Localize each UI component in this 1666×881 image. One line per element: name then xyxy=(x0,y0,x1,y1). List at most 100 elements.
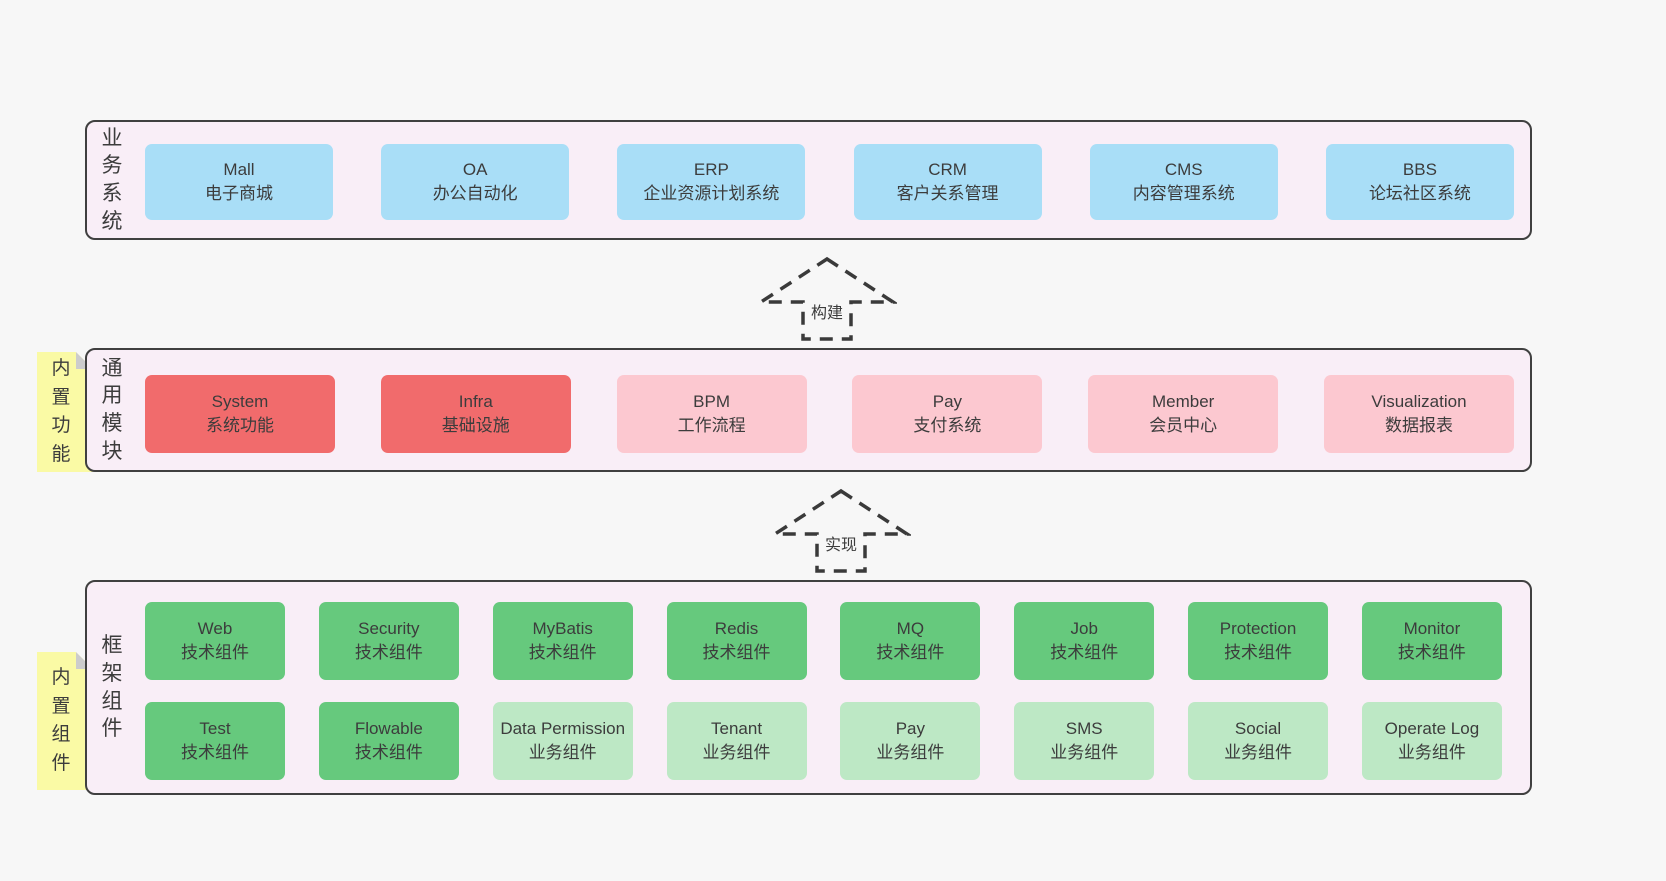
box-subtitle: 技术组件 xyxy=(354,743,423,762)
box-system: System 系统功能 xyxy=(145,375,335,453)
box-title: Pay xyxy=(895,718,926,738)
box-subtitle: 业务组件 xyxy=(1050,743,1119,762)
section-framework-label: 框架组件 xyxy=(99,582,125,793)
box-title: Flowable xyxy=(354,718,423,738)
arrow-build-label: 构建 xyxy=(808,298,846,324)
box-operate-log: Operate Log 业务组件 xyxy=(1361,702,1502,780)
box-title: System xyxy=(211,391,269,411)
box-title: MQ xyxy=(896,618,925,638)
box-infra: Infra 基础设施 xyxy=(380,375,571,453)
arrow-implement-label: 实现 xyxy=(822,530,860,556)
box-title: OA xyxy=(462,159,488,179)
box-title: CRM xyxy=(928,159,967,179)
box-subtitle: 业务组件 xyxy=(702,743,771,762)
box-flowable: Flowable 技术组件 xyxy=(318,702,459,780)
box-subtitle: 基础设施 xyxy=(441,416,510,435)
section-modules-label: 通用模块 xyxy=(99,350,125,470)
box-title: Security xyxy=(358,618,420,638)
box-pay-biz: Pay 业务组件 xyxy=(840,702,981,780)
section-business-systems: 业务系统 Mall 电子商城 OA 办公自动化 ERP 企业资源计划系统 CRM… xyxy=(85,120,1532,240)
box-visualization: Visualization 数据报表 xyxy=(1323,375,1514,453)
box-title: ERP xyxy=(693,159,729,179)
box-title: Operate Log xyxy=(1384,718,1480,738)
note-built-in-components: 内置组件 xyxy=(37,652,93,790)
box-title: CMS xyxy=(1164,159,1203,179)
box-subtitle: 客户关系管理 xyxy=(896,184,999,203)
modules-boxes-row: System 系统功能 Infra 基础设施 BPM 工作流程 Pay 支付系统… xyxy=(145,375,1514,453)
box-subtitle: 企业资源计划系统 xyxy=(643,184,780,203)
box-data-permission: Data Permission 业务组件 xyxy=(492,702,633,780)
box-title: Visualization xyxy=(1371,391,1467,411)
box-subtitle: 技术组件 xyxy=(1050,643,1119,662)
framework-row-1: Web 技术组件 Security 技术组件 MyBatis 技术组件 Redi… xyxy=(145,602,1502,680)
box-title: Monitor xyxy=(1403,618,1461,638)
section-framework-components: 框架组件 Web 技术组件 Security 技术组件 MyBatis 技术组件… xyxy=(85,580,1532,795)
box-tenant: Tenant 业务组件 xyxy=(666,702,807,780)
box-web: Web 技术组件 xyxy=(145,602,285,680)
box-job: Job 技术组件 xyxy=(1014,602,1155,680)
box-title: Test xyxy=(199,718,231,738)
box-subtitle: 会员中心 xyxy=(1149,416,1218,435)
box-title: BBS xyxy=(1402,159,1437,179)
framework-row-2: Test 技术组件 Flowable 技术组件 Data Permission … xyxy=(145,702,1502,780)
box-bbs: BBS 论坛社区系统 xyxy=(1325,144,1514,220)
note-text: 内置组件 xyxy=(51,667,71,774)
box-test: Test 技术组件 xyxy=(145,702,285,780)
box-title: MyBatis xyxy=(532,618,593,638)
box-subtitle: 技术组件 xyxy=(528,643,597,662)
box-subtitle: 系统功能 xyxy=(206,416,274,435)
box-title: Pay xyxy=(932,391,963,411)
box-subtitle: 办公自动化 xyxy=(432,184,518,203)
box-title: Social xyxy=(1234,718,1282,738)
box-mall: Mall 电子商城 xyxy=(145,144,333,220)
box-title: Job xyxy=(1070,618,1098,638)
box-monitor: Monitor 技术组件 xyxy=(1361,602,1502,680)
section-label-text: 框架组件 xyxy=(101,634,123,741)
arrow-up-dashed-icon xyxy=(771,488,911,573)
section-label-text: 通用模块 xyxy=(101,356,123,463)
box-erp: ERP 企业资源计划系统 xyxy=(617,144,806,220)
box-subtitle: 业务组件 xyxy=(1397,743,1466,762)
box-crm: CRM 客户关系管理 xyxy=(853,144,1042,220)
box-title: Mall xyxy=(223,159,255,179)
box-cms: CMS 内容管理系统 xyxy=(1089,144,1278,220)
note-text: 内置功能 xyxy=(51,358,71,465)
box-protection: Protection 技术组件 xyxy=(1188,602,1329,680)
box-oa: OA 办公自动化 xyxy=(381,144,570,220)
box-security: Security 技术组件 xyxy=(318,602,459,680)
box-title: Redis xyxy=(714,618,759,638)
box-subtitle: 技术组件 xyxy=(181,643,249,662)
section-common-modules: 通用模块 System 系统功能 Infra 基础设施 BPM 工作流程 Pay… xyxy=(85,348,1532,472)
box-subtitle: 技术组件 xyxy=(181,743,249,762)
box-mq: MQ 技术组件 xyxy=(840,602,981,680)
box-subtitle: 技术组件 xyxy=(1224,643,1293,662)
arrow-build: 构建 xyxy=(757,256,897,342)
box-redis: Redis 技术组件 xyxy=(666,602,807,680)
box-title: SMS xyxy=(1065,718,1103,738)
box-title: Data Permission xyxy=(500,718,626,738)
box-subtitle: 电子商城 xyxy=(205,184,273,203)
box-social: Social 业务组件 xyxy=(1188,702,1329,780)
arrow-implement: 实现 xyxy=(771,488,911,574)
section-label-text: 业务系统 xyxy=(101,126,123,233)
box-subtitle: 技术组件 xyxy=(702,643,771,662)
box-subtitle: 技术组件 xyxy=(354,643,423,662)
box-subtitle: 论坛社区系统 xyxy=(1368,184,1471,203)
box-pay: Pay 支付系统 xyxy=(852,375,1043,453)
box-subtitle: 业务组件 xyxy=(528,743,597,762)
box-title: Tenant xyxy=(711,718,763,738)
arrow-up-dashed-icon xyxy=(757,256,897,341)
box-bpm: BPM 工作流程 xyxy=(616,375,807,453)
box-title: Infra xyxy=(458,391,493,411)
note-built-in-features: 内置功能 xyxy=(37,352,93,472)
box-mybatis: MyBatis 技术组件 xyxy=(492,602,633,680)
box-subtitle: 内容管理系统 xyxy=(1132,184,1235,203)
box-subtitle: 数据报表 xyxy=(1384,416,1453,435)
box-subtitle: 业务组件 xyxy=(876,743,945,762)
box-subtitle: 技术组件 xyxy=(876,643,945,662)
business-boxes-row: Mall 电子商城 OA 办公自动化 ERP 企业资源计划系统 CRM 客户关系… xyxy=(145,144,1514,220)
box-subtitle: 业务组件 xyxy=(1224,743,1293,762)
box-title: BPM xyxy=(693,391,731,411)
section-business-label: 业务系统 xyxy=(99,122,125,238)
